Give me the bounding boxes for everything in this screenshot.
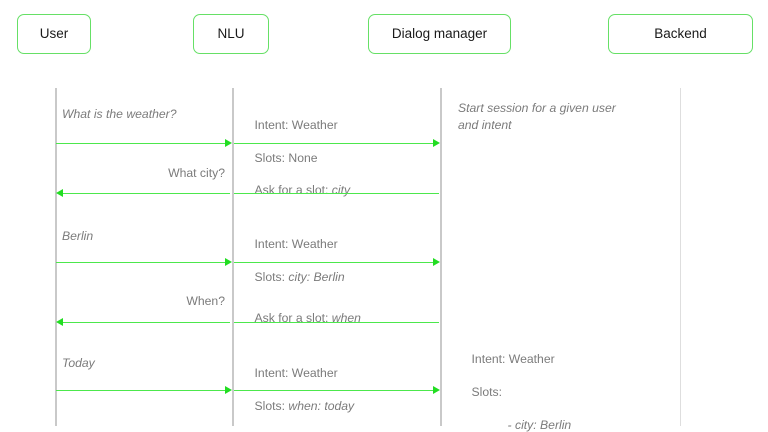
dm-action-1-prefix: Ask for a slot:	[254, 182, 332, 197]
message-line-user-to-nlu-1[interactable]	[56, 143, 226, 144]
nlu-parse-2-line2-value: city: Berlin	[288, 269, 345, 284]
lifeline-nlu	[232, 88, 234, 426]
dm-action-2-prefix: Ask for a slot:	[254, 310, 332, 325]
note-nlu-parse-3: Intent: Weather Slots: when: today	[241, 348, 431, 431]
message-arrowhead-user-to-nlu-1	[225, 139, 232, 147]
nlu-parse-3-line2-prefix: Slots:	[254, 398, 289, 413]
message-arrowhead-nlu-to-dm-3	[433, 386, 440, 394]
message-line-dm-to-nlu-1[interactable]	[234, 193, 439, 194]
message-arrowhead-nlu-to-user-2	[56, 318, 63, 326]
note-dm-action-2: Ask for a slot: when	[241, 293, 431, 343]
note-nlu-parse-1: Intent: Weather Slots: None	[241, 100, 431, 183]
message-arrowhead-user-to-nlu-2	[225, 258, 232, 266]
dm-action-2-slot: when	[331, 310, 361, 325]
nlu-parse-1-line2: Slots: None	[254, 150, 318, 165]
participant-box-backend[interactable]: Backend	[608, 14, 753, 54]
dm-state-line3: - city: Berlin	[507, 417, 572, 432]
participant-label-dialog-manager: Dialog manager	[391, 26, 488, 42]
note-system-reply-1: What city?	[168, 166, 225, 180]
message-line-nlu-to-dm-2[interactable]	[234, 262, 434, 263]
note-system-reply-2: When?	[186, 294, 225, 308]
message-arrowhead-nlu-to-user-1	[56, 189, 63, 197]
note-user-utterance-2: Berlin	[62, 229, 94, 243]
dm-action-1-slot: city	[331, 182, 351, 197]
lifeline-dialog-manager	[440, 88, 442, 426]
nlu-parse-1-line1: Intent: Weather	[254, 117, 338, 132]
lifeline-user	[55, 88, 57, 426]
participant-box-user[interactable]: User	[17, 14, 91, 54]
note-user-utterance-1: What is the weather?	[62, 107, 177, 121]
message-arrowhead-user-to-nlu-3	[225, 386, 232, 394]
note-dm-action-1: Ask for a slot: city	[241, 165, 431, 215]
message-line-nlu-to-user-2[interactable]	[62, 322, 230, 323]
message-line-user-to-nlu-3[interactable]	[56, 390, 226, 391]
dm-state-line1: Intent: Weather	[471, 351, 555, 366]
note-nlu-parse-2: Intent: Weather Slots: city: Berlin	[241, 219, 431, 302]
message-line-nlu-to-dm-1[interactable]	[234, 143, 434, 144]
note-dialog-manager-1: Start session for a given user and inten…	[458, 101, 616, 132]
message-line-nlu-to-user-1[interactable]	[62, 193, 230, 194]
note-dialog-manager-state: Intent: Weather Slots: - city: Berlin - …	[458, 334, 673, 432]
nlu-parse-2-line2-prefix: Slots:	[254, 269, 289, 284]
nlu-parse-3-line2-value: when: today	[288, 398, 355, 413]
nlu-parse-3-line1: Intent: Weather	[254, 365, 338, 380]
message-arrowhead-nlu-to-dm-2	[433, 258, 440, 266]
message-line-dm-to-nlu-2[interactable]	[234, 322, 439, 323]
participant-label-nlu: NLU	[217, 26, 245, 42]
participant-box-nlu[interactable]: NLU	[193, 14, 269, 54]
participant-label-backend: Backend	[654, 26, 707, 42]
lifeline-backend	[680, 88, 682, 426]
participant-label-user: User	[39, 26, 69, 42]
participant-box-dialog-manager[interactable]: Dialog manager	[368, 14, 511, 54]
nlu-parse-2-line1: Intent: Weather	[254, 236, 338, 251]
dm-state-line2: Slots:	[471, 384, 503, 399]
message-line-nlu-to-dm-3[interactable]	[234, 390, 434, 391]
note-user-utterance-3: Today	[62, 356, 95, 370]
message-line-user-to-nlu-2[interactable]	[56, 262, 226, 263]
message-arrowhead-nlu-to-dm-1	[433, 139, 440, 147]
